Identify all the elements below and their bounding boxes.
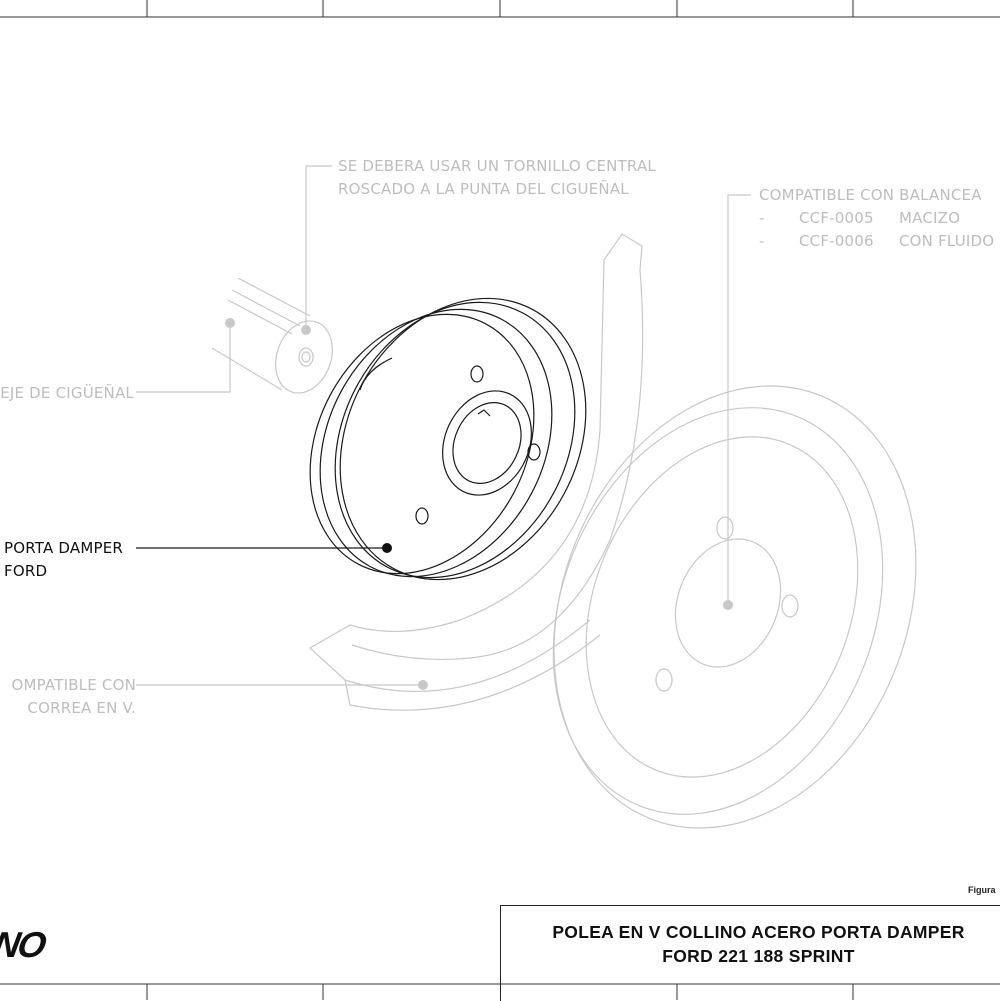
callout-polea: PORTA DAMPER FORD [4,537,123,583]
callout-correa-line1: OMPATIBLE CON [11,676,136,694]
callout-eje: EJE DE CIGÜEÑAL [0,382,134,405]
callout-eje-label: EJE DE CIGÜEÑAL [0,384,134,402]
leader-dots-faded [225,318,733,690]
row-code: CCF-0006 [799,232,874,250]
row-dash: - [759,209,765,227]
callout-tornillo-line2: ROSCADO A LA PUNTA DEL CIGUEÑAL [338,180,629,198]
title-block: POLEA EN V COLLINO ACERO PORTA DAMPER FO… [500,905,1000,1001]
sheet-frame-top [0,0,1000,18]
row-desc: CON FLUIDO [899,232,995,250]
leader-lines-faded [136,165,751,686]
balancer-drawing [552,385,917,829]
callout-correa-line2: CORREA EN V. [27,699,136,717]
callout-balanceador-row: - CCF-0006 CON FLUIDO [759,230,994,253]
row-desc: MACIZO [899,209,961,227]
callout-balanceador-row: - CCF-0005 MACIZO [759,207,994,230]
figure-label: Figura [968,885,996,895]
leader-line-dark [136,543,392,553]
callout-polea-line1: PORTA DAMPER [4,539,124,557]
callout-correa: OMPATIBLE CON CORREA EN V. [11,674,136,720]
callout-tornillo: SE DEBERA USAR UN TORNILLO CENTRAL ROSCA… [338,155,656,201]
pulley-drawing [309,297,587,581]
crankshaft-drawing [211,277,333,394]
title-line-1: POLEA EN V COLLINO ACERO PORTA DAMPER [552,922,965,942]
title-line-2: FORD 221 188 SPRINT [662,946,855,966]
callout-tornillo-line1: SE DEBERA USAR UN TORNILLO CENTRAL [338,157,656,175]
callout-balanceador-heading: COMPATIBLE CON BALANCEA [759,186,982,204]
row-dash: - [759,232,765,250]
row-code: CCF-0005 [799,209,874,227]
callout-polea-line2: FORD [4,562,48,580]
brand-logo: NO [0,924,48,965]
v-belt-drawing [308,233,644,711]
